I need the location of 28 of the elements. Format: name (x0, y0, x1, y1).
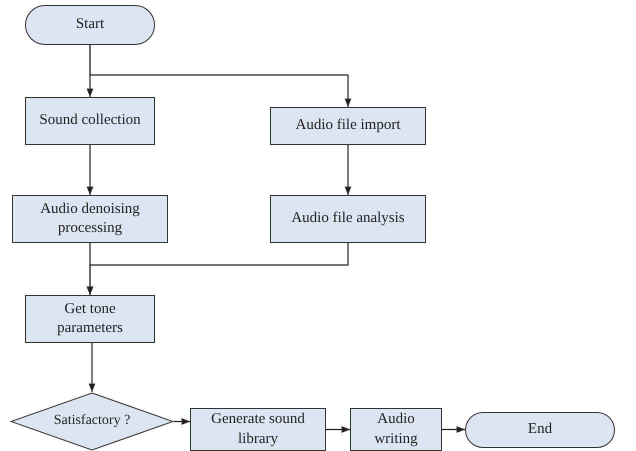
node-label: Audio writing (373, 410, 419, 448)
arrow (86, 243, 349, 295)
arrow (86, 145, 94, 195)
decision-diamond (10, 392, 174, 451)
node-label: Sound collection (39, 111, 141, 130)
terminal-box (465, 412, 615, 448)
process-box (25, 97, 155, 145)
node-label: End (528, 420, 552, 440)
process-box (270, 107, 426, 145)
terminal-box (25, 5, 155, 45)
arrow (326, 426, 350, 433)
arrow (88, 343, 96, 392)
arrow (442, 426, 465, 433)
process-box (25, 295, 155, 343)
node-label: Satisfactory ? (54, 412, 130, 430)
arrow (344, 145, 352, 195)
process-box (12, 195, 168, 243)
node-label: Audio denoising processing (39, 200, 141, 238)
node-label: Start (76, 15, 104, 34)
node-label: Audio file import (296, 116, 400, 136)
process-box (270, 195, 426, 243)
arrow (89, 45, 352, 107)
node-label: Audio file analysis (291, 209, 405, 228)
arrow (174, 418, 190, 425)
node-label: Get tone parameters (56, 300, 124, 338)
node-label: Generate sound library (210, 410, 306, 448)
process-box (350, 408, 442, 451)
process-box (190, 408, 326, 451)
